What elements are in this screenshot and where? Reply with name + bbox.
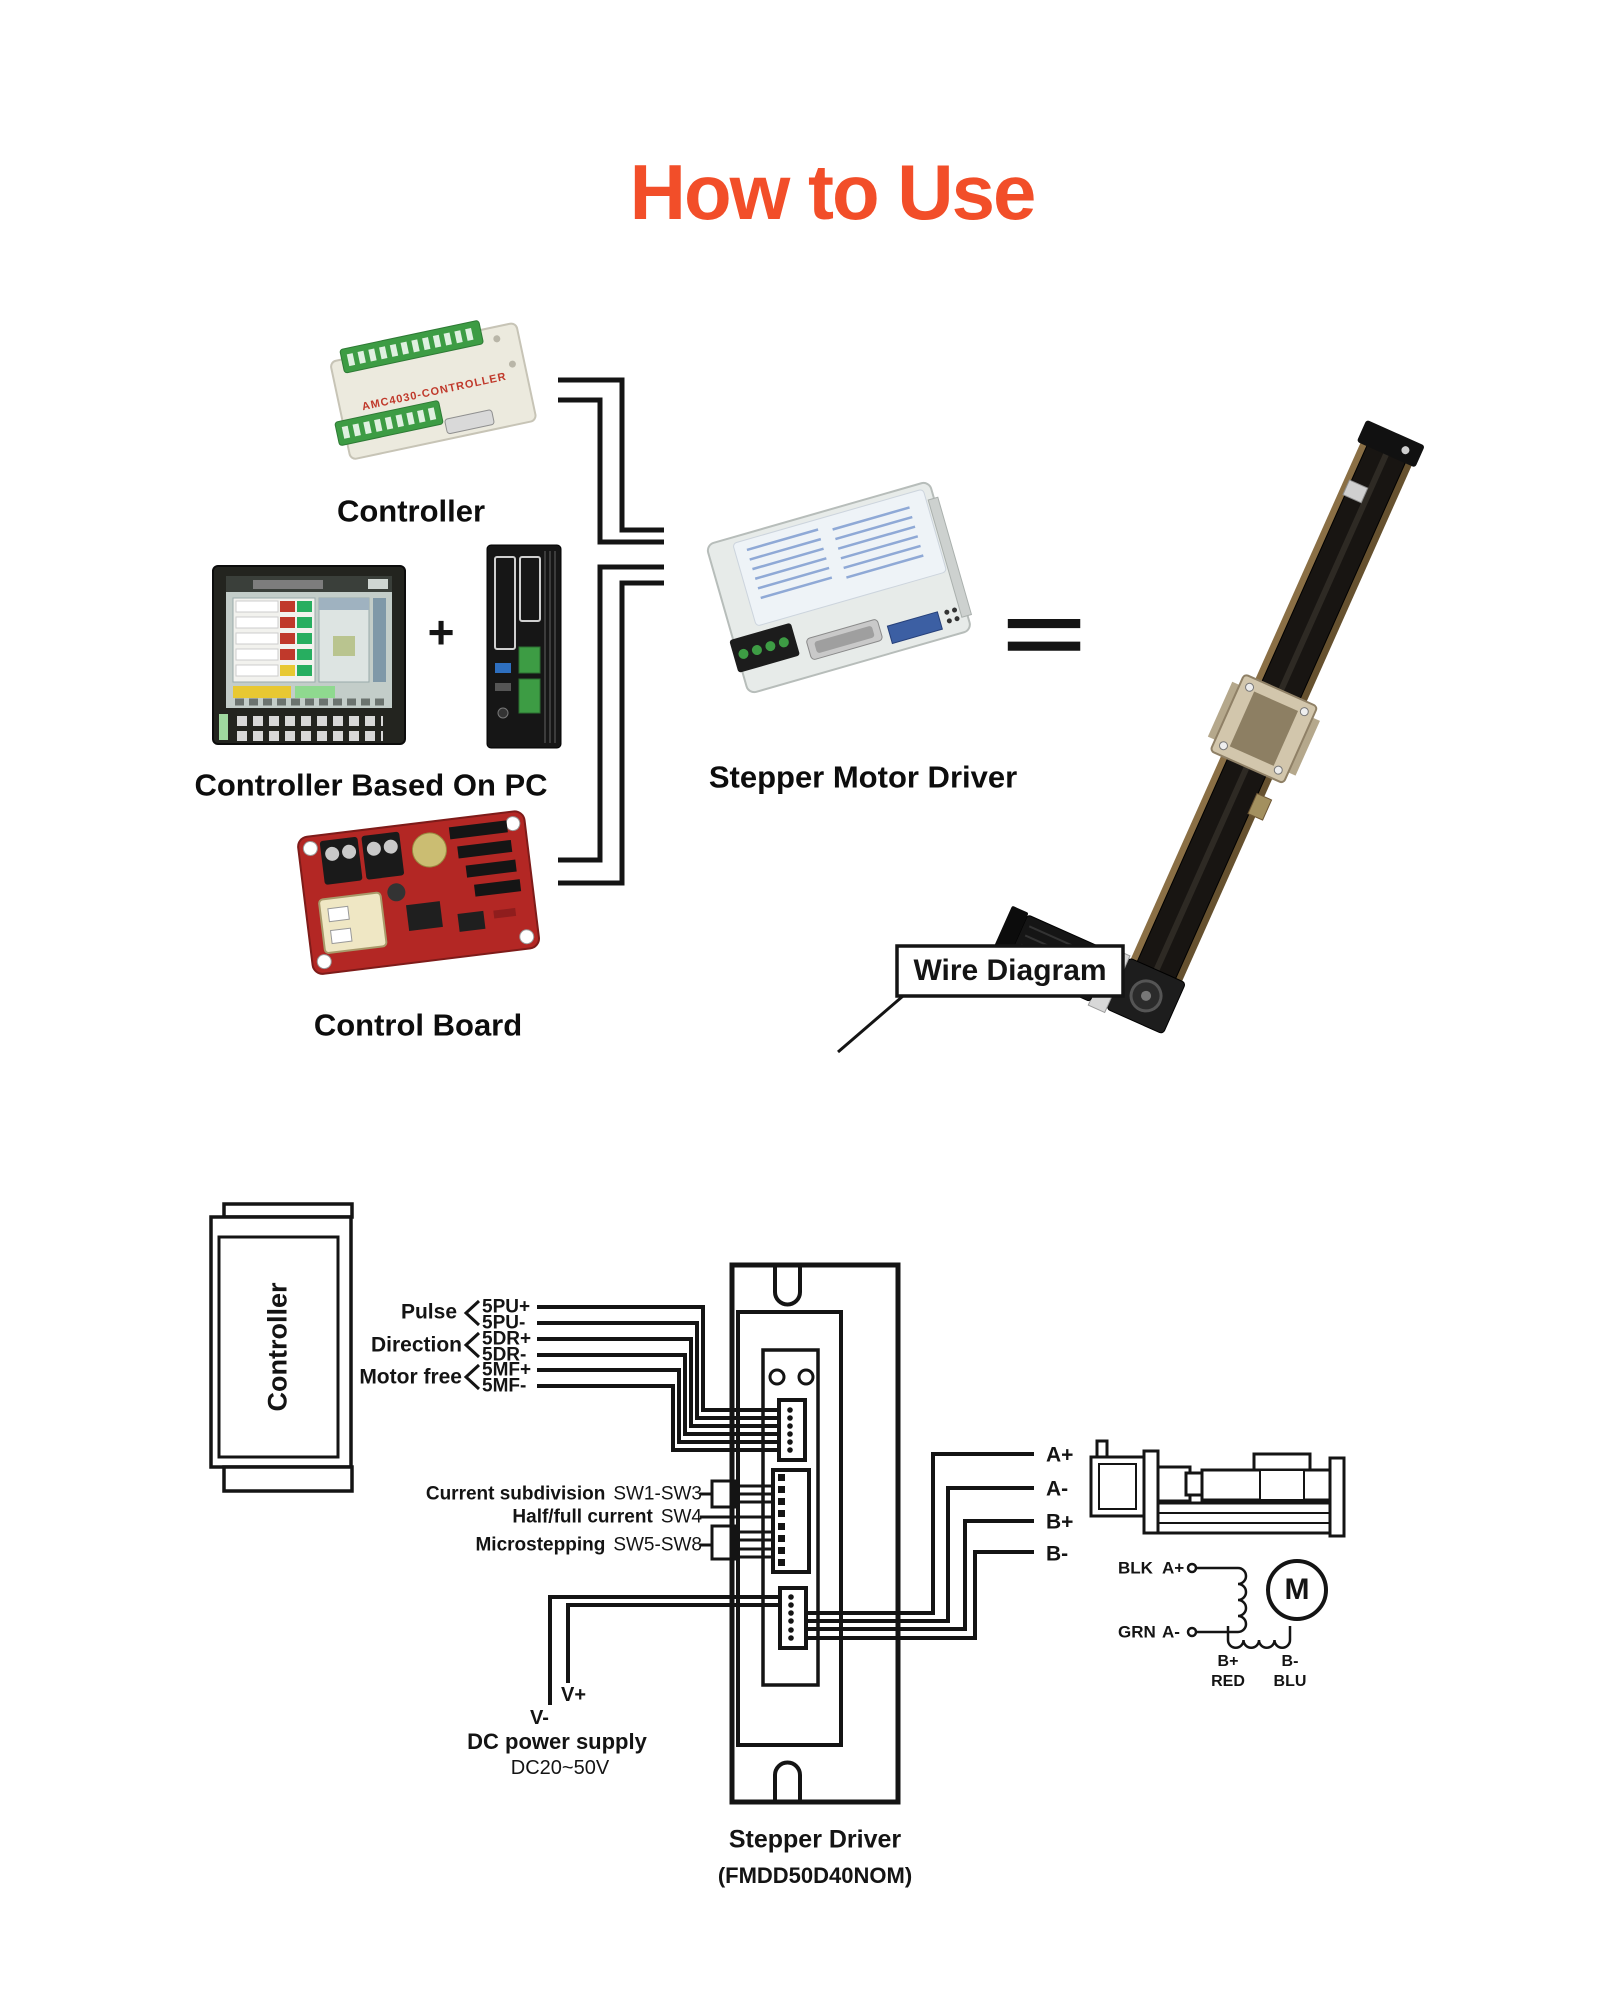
wire-diagram-title: Wire Diagram [913, 954, 1107, 987]
caption-stepper-driver: Stepper Motor Driver [708, 759, 1018, 795]
controller-photo: AMC4030-CONTROLLER [330, 320, 537, 460]
power-supply-range: DC20~50V [510, 1757, 610, 1779]
signal-connector [777, 1398, 807, 1462]
switch-row-label: Microstepping [475, 1534, 606, 1556]
motor-symbol: M [1284, 1573, 1310, 1606]
wd-power-wires [548, 1595, 780, 1705]
mini-actuator-diagram [1089, 1439, 1346, 1538]
signal-group-pulse: Pulse [400, 1300, 457, 1324]
plus-sign: + [427, 606, 455, 658]
terminal-b-minus: B- [1046, 1542, 1069, 1566]
power-supply-label: DC power supply [467, 1729, 647, 1754]
lead-red: RED [1211, 1673, 1245, 1690]
switch-row-half-full-current: Half/full current SW4 [512, 1508, 702, 1527]
assembly-brackets [558, 377, 664, 886]
lead-grn-terminal: A- [1162, 1622, 1180, 1642]
terminal-b-plus: B+ [1046, 1510, 1074, 1534]
wd-signal-wires [537, 1305, 780, 1452]
wd-controller-label: Controller [262, 1282, 293, 1412]
switch-row-label: Half/full current [512, 1506, 653, 1528]
driver-model-label: (FMDD50D40NOM) [717, 1863, 913, 1888]
dip-switch-block [771, 1468, 811, 1574]
caption-control-board: Control Board [313, 1007, 523, 1043]
switch-row-current-subdivision: Current subdivision SW1-SW3 [426, 1485, 702, 1504]
signal-group-chevrons [463, 1299, 481, 1391]
stepper-driver-photo [706, 481, 973, 694]
lead-b-plus-terminal: B+ [1217, 1653, 1239, 1670]
pin-5pu-plus: 5PU+ [482, 1296, 531, 1318]
wd-connector-pins [778, 1407, 794, 1641]
wd-switch-stubs [700, 1479, 773, 1561]
lead-b-minus-terminal: B- [1281, 1653, 1299, 1670]
terminal-a-plus: A+ [1046, 1443, 1074, 1467]
lead-blk-terminal: A+ [1162, 1558, 1185, 1578]
lead-grn: GRN [1118, 1622, 1156, 1642]
pin-5dr-plus: 5DR+ [482, 1328, 532, 1350]
hmi-screen-photo [212, 565, 406, 745]
caption-pc-controller: Controller Based On PC [194, 767, 548, 803]
pc-tower-photo [486, 544, 562, 749]
motor-circuit [1186, 1559, 1328, 1649]
switch-row-label: Current subdivision [425, 1483, 606, 1505]
terminal-a-minus: A- [1046, 1477, 1069, 1501]
caption-controller: Controller [336, 493, 486, 529]
linear-actuator-photo [989, 420, 1424, 1034]
wd-motor-wires [806, 1452, 1034, 1640]
pin-5pu-minus: 5PU- [482, 1312, 526, 1334]
power-motor-connector [778, 1586, 808, 1650]
pin-5mf-plus: 5MF+ [482, 1359, 532, 1381]
wd-driver-outline [729, 1262, 901, 1805]
wd-controller-box [209, 1202, 354, 1493]
switch-row-value: SW4 [660, 1506, 702, 1528]
switch-row-value: SW5-SW8 [613, 1534, 702, 1556]
motor-symbol-circle [1266, 1559, 1328, 1621]
power-v-minus: V- [530, 1707, 549, 1729]
control-board-photo [297, 810, 540, 975]
power-v-plus: V+ [561, 1684, 587, 1706]
signal-group-direction: Direction [370, 1333, 462, 1357]
pin-5dr-minus: 5DR- [482, 1344, 527, 1366]
switch-row-value: SW1-SW3 [613, 1483, 702, 1505]
lead-blk: BLK [1118, 1558, 1153, 1578]
signal-group-motor-free: Motor free [359, 1365, 462, 1389]
wire-diagram-callout [837, 944, 1125, 1054]
page-title: How to Use [629, 148, 1037, 236]
equals-sign: = [1001, 586, 1087, 681]
switch-row-microstepping: Microstepping SW5-SW8 [475, 1536, 702, 1555]
pin-5mf-minus: 5MF- [482, 1375, 527, 1397]
driver-name-label: Stepper Driver [728, 1825, 902, 1854]
lead-blu: BLU [1273, 1673, 1307, 1690]
